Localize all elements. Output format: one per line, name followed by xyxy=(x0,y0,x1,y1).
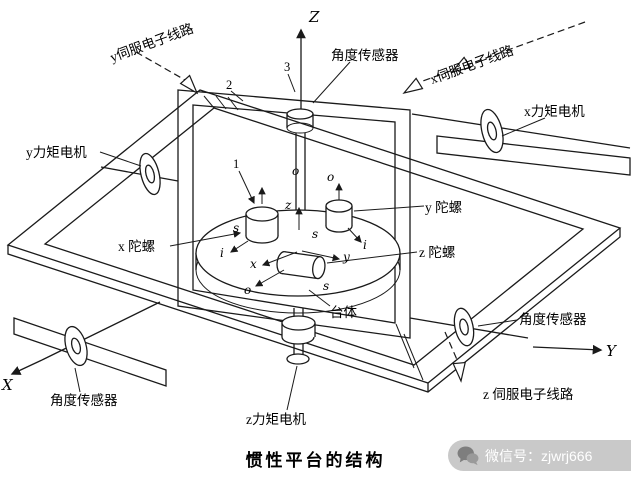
label-x-gyro: x 陀螺 xyxy=(118,239,155,254)
marker-z-shaft: z xyxy=(284,198,292,212)
marker-i-y-gyro: i xyxy=(363,238,367,252)
label-angle-sensor-top: 角度传感器 xyxy=(331,47,399,63)
marker-i-x-gyro: i xyxy=(220,246,224,260)
x-gyro xyxy=(245,206,279,244)
part-number-1: 1 xyxy=(233,157,239,171)
x-axis-arrow xyxy=(10,359,43,375)
y-axis-arrow xyxy=(532,344,603,355)
x-torque-motor xyxy=(411,108,631,176)
hatch-marks xyxy=(203,95,239,111)
watermark-bar: 微信号：zjwrj666 xyxy=(448,440,631,471)
y-servo-arrow xyxy=(179,74,199,95)
diagram-caption: 惯性平台的结构 xyxy=(245,451,386,470)
label-z-gyro: z 陀螺 xyxy=(419,245,455,260)
right-angle-sensor xyxy=(409,307,529,347)
wechat-icon xyxy=(457,445,479,465)
label-y-torque-motor: y力矩电机 xyxy=(26,145,87,160)
label-servo-z: z 伺服电子线路 xyxy=(483,387,574,402)
label-servo-y: y伺服电子线路 xyxy=(108,21,196,65)
diagram-labels: y伺服电子线路 x伺服电子线路 z 伺服电子线路 角度传感器 角度传感器 角度传… xyxy=(1,8,618,427)
z-gyro xyxy=(276,251,326,280)
x-servo-dashed-line xyxy=(419,21,586,83)
marker-o-z-gyro: o xyxy=(244,283,251,297)
top-angle-sensor xyxy=(286,108,314,134)
marker-x-center: x xyxy=(250,257,257,271)
label-platform-body: 台体 xyxy=(330,305,357,320)
marker-y-center: y xyxy=(342,250,350,264)
axis-arrows xyxy=(10,28,603,375)
marker-o-shaft: o xyxy=(292,164,299,178)
marker-o-y-gyro: o xyxy=(327,170,334,184)
part-number-2: 2 xyxy=(226,78,232,92)
y-gyro xyxy=(325,199,353,233)
y-axis-label: Y xyxy=(606,342,618,360)
marker-s-z-gyro: s xyxy=(323,279,329,293)
z-torque-motor xyxy=(281,308,316,365)
y-torque-motor xyxy=(100,152,179,196)
label-y-gyro: y 陀螺 xyxy=(425,200,462,215)
leader-lines xyxy=(74,61,546,411)
inner-gimbal-frame xyxy=(177,89,424,381)
z-servo-dashed-line xyxy=(444,331,459,363)
x-axis-label: X xyxy=(1,376,14,394)
x-servo-arrow-2 xyxy=(450,56,472,73)
label-angle-sensor-right: 角度传感器 xyxy=(519,311,587,327)
platform-center-shaft xyxy=(295,133,306,211)
z-servo-arrow xyxy=(452,361,466,383)
marker-s-center: s xyxy=(312,227,318,241)
z-axis-label: Z xyxy=(308,8,320,26)
servo-circuit-lines xyxy=(135,21,586,383)
marker-s-x-gyro: s xyxy=(233,221,239,235)
label-z-torque-motor: z力矩电机 xyxy=(246,412,306,427)
x-servo-arrow xyxy=(402,77,424,94)
bottom-left-angle-sensor xyxy=(13,301,167,387)
label-servo-x: x伺服电子线路 xyxy=(428,43,516,87)
y-servo-dashed-line xyxy=(135,51,186,81)
watermark-text: 微信号：zjwrj666 xyxy=(485,447,593,464)
gyro-axis-arrows xyxy=(230,182,362,287)
label-x-torque-motor: x力矩电机 xyxy=(524,104,585,119)
label-angle-sensor-bottom: 角度传感器 xyxy=(50,392,118,408)
part-number-3: 3 xyxy=(284,60,290,74)
